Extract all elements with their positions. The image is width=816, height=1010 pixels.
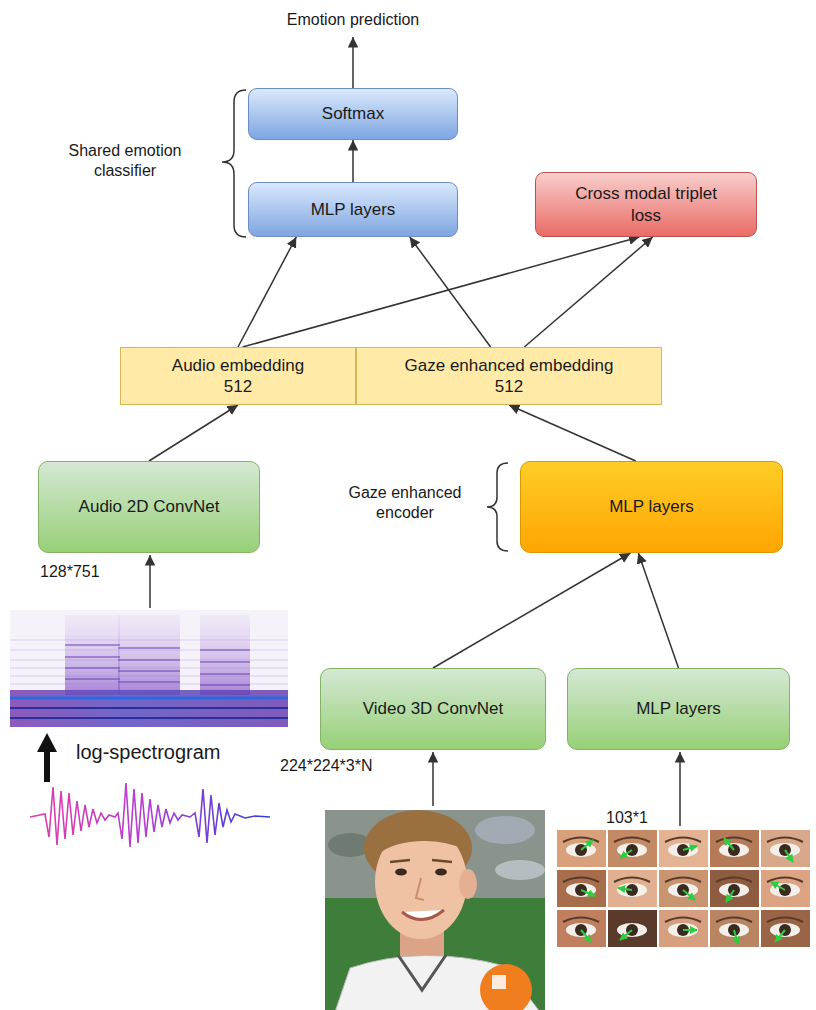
eye-image [557, 910, 606, 947]
arrow-connector [410, 237, 491, 347]
photo-microphone [480, 964, 532, 1010]
spectrogram-image [10, 610, 288, 727]
photo-mic-logo [492, 975, 506, 989]
photo-eye [435, 869, 447, 876]
embedding-band: Audio embedding 512 [120, 347, 356, 405]
group-label: Shared emotion classifier [50, 141, 200, 181]
eye-image [761, 830, 810, 867]
dimension-label: 103*1 [606, 808, 666, 828]
gaze-arrow [683, 890, 695, 900]
node-text: Video 3D ConvNet [363, 698, 504, 719]
photo-crowd-blur [495, 860, 545, 880]
spectrogram-burst [65, 615, 120, 695]
gaze-arrow [724, 838, 734, 850]
gaze-arrow [620, 850, 632, 858]
gaze-arrow [683, 929, 697, 931]
arrow-connector [352, 140, 354, 182]
input-arrow [149, 555, 151, 608]
eye-image [761, 870, 810, 907]
eye-image [557, 830, 606, 867]
spectrogram-ground [10, 610, 288, 727]
arrow-connector [433, 553, 630, 668]
node-text: MLP layers [311, 199, 396, 220]
input-arrow [679, 752, 681, 826]
fusion-mlp-box: MLP layers [520, 461, 783, 553]
encoder-brace [487, 463, 508, 551]
gaze-arrow [734, 930, 738, 944]
group-label: Gaze enhanced encoder [330, 483, 480, 523]
classifier-mlp-box: MLP layers [248, 182, 458, 237]
gaze-arrow [581, 840, 593, 850]
eye-image [710, 870, 759, 907]
dimension-label: 128*751 [40, 562, 140, 582]
softmax-box: Softmax [248, 88, 458, 140]
arrow-connector [149, 405, 238, 461]
arrow-connector [524, 237, 652, 347]
node-text: Cross modal triplet loss [566, 183, 726, 226]
eye-image [557, 870, 606, 907]
node-text: Gaze enhanced embedding 512 [397, 355, 622, 398]
gaze-arrow [683, 846, 697, 850]
photo-eye [395, 869, 407, 876]
node-text: Softmax [322, 103, 384, 124]
spectrogram-band [10, 690, 288, 727]
eye-image [608, 830, 657, 867]
gaze-arrow [581, 890, 595, 896]
eye-image [761, 910, 810, 947]
eye-image [710, 830, 759, 867]
encoder-box: Video 3D ConvNet [320, 668, 546, 750]
eye-image [608, 910, 657, 947]
eye-image [659, 830, 708, 867]
spectrogram-burst [200, 615, 250, 695]
gaze-arrow [785, 850, 793, 862]
audio-waveform [30, 783, 270, 847]
photo-crowd-blur [475, 816, 535, 844]
photo-ear [459, 869, 477, 899]
encoder-box: MLP layers [567, 668, 790, 750]
spectrogram-burst [118, 615, 180, 695]
face-photo [325, 810, 545, 1010]
gaze-arrow [620, 930, 632, 940]
output-label: Emotion prediction [278, 10, 428, 30]
node-text: Audio 2D ConvNet [79, 496, 220, 517]
spectrogram-streak [10, 697, 288, 700]
input-label: log-spectrogram [76, 740, 276, 765]
gaze-arrow [771, 882, 785, 890]
node-text: MLP layers [609, 496, 694, 517]
arrow-connector [243, 237, 640, 347]
arrow-connector [638, 553, 678, 668]
photo-fringe [372, 822, 466, 860]
output-arrow [352, 37, 354, 88]
node-text: Audio embedding 512 [166, 355, 311, 398]
photo-nose [416, 878, 424, 900]
spectrogram-streak [10, 708, 288, 718]
eye-image [710, 910, 759, 947]
input-arrow [432, 752, 434, 806]
gaze-arrow [775, 930, 785, 942]
gaze-eye-grid [557, 830, 810, 947]
photo-mouth [402, 910, 444, 920]
loss-box: Cross modal triplet loss [535, 172, 757, 237]
transform-arrow [37, 733, 57, 782]
eye-image [659, 910, 708, 947]
node-text: MLP layers [636, 698, 721, 719]
spectrogram-streaks [65, 645, 250, 685]
arrow-connector [509, 405, 636, 461]
eye-image [659, 870, 708, 907]
gaze-arrow [581, 930, 591, 942]
embedding-band: Gaze enhanced embedding 512 [356, 347, 662, 405]
dimension-label: 224*224*3*N [280, 756, 420, 776]
photo-brows [390, 860, 452, 862]
gaze-arrows [581, 838, 793, 944]
photo-collar [398, 955, 446, 990]
eye-image [608, 870, 657, 907]
gaze-arrow [618, 888, 632, 890]
encoder-box: Audio 2D ConvNet [38, 461, 260, 553]
arrow-connector [238, 237, 296, 347]
gaze-arrow [726, 890, 734, 902]
classifier-brace [222, 90, 246, 237]
